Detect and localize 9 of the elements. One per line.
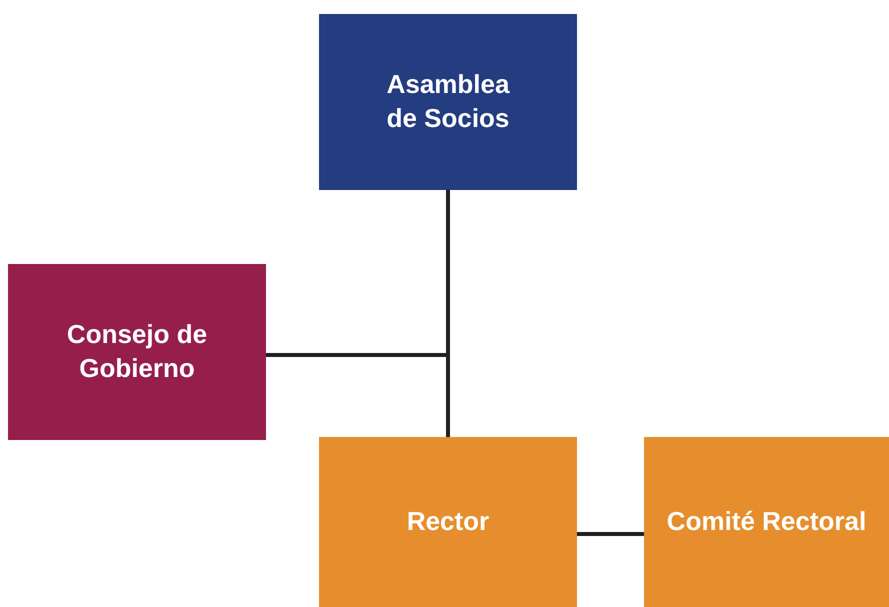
org-box — [8, 264, 266, 440]
org-box — [319, 437, 577, 607]
box-label: Comité Rectoral — [666, 505, 866, 538]
box-label: Consejo de Gobierno — [66, 318, 208, 385]
org-box — [644, 437, 889, 607]
connector-line — [577, 532, 644, 536]
box-label: Rector — [406, 505, 490, 538]
box-label: Asamblea de Socios — [386, 68, 511, 135]
org-box — [319, 14, 577, 190]
